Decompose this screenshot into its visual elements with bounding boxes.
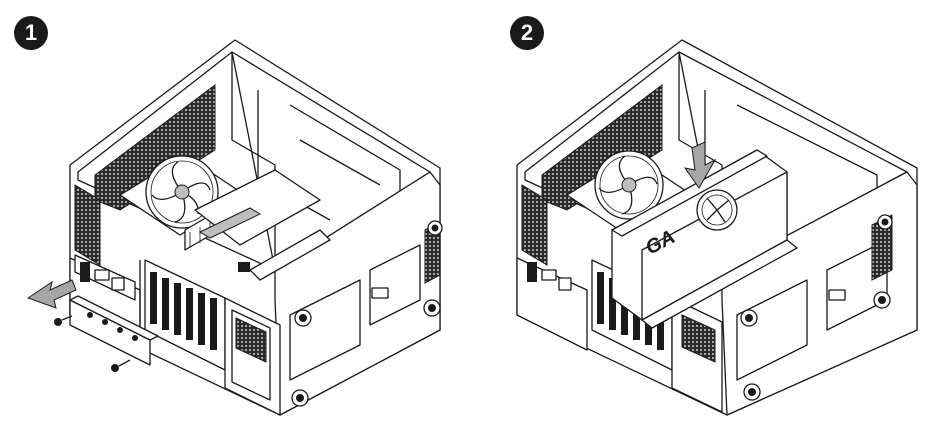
pci-bracket-1: [69, 295, 159, 366]
case-illustration-2: GA: [516, 39, 918, 416]
step-1-badge: 1: [14, 16, 48, 50]
step-1-panel: 1: [14, 16, 443, 416]
chassis-2: [516, 39, 918, 416]
case-illustration-1: [26, 39, 443, 416]
cpu-cooler-2: [566, 150, 693, 236]
screw-icon: [54, 315, 73, 326]
step-2-badge: 2: [510, 16, 544, 50]
chassis-1: [69, 39, 443, 416]
screw-icon: [111, 359, 131, 372]
arrow-down-icon: [683, 141, 717, 189]
arrow-left-icon: [26, 279, 77, 309]
expansion-slots-1: [144, 259, 226, 371]
graphics-card: GA: [611, 149, 798, 329]
step-2-panel: 2: [467, 0, 934, 423]
